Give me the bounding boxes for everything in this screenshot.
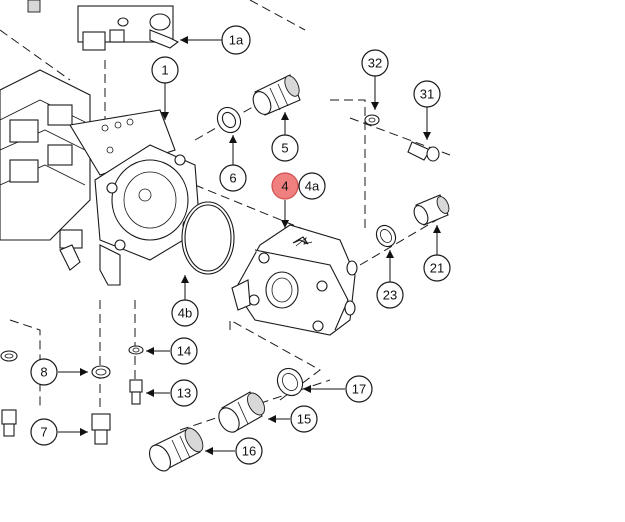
top-fitting-block	[27, 0, 180, 51]
washer-8	[91, 365, 111, 379]
fitting-5	[252, 74, 301, 116]
callout-5[interactable]: 5	[271, 134, 299, 162]
washer-left	[0, 350, 18, 362]
callout-label: 1	[161, 63, 168, 78]
washer-14	[128, 345, 144, 355]
callout-6[interactable]: 6	[219, 164, 247, 192]
callout-label: 4b	[178, 306, 192, 321]
callout-label: 8	[40, 365, 47, 380]
callout-label: 4	[281, 179, 288, 194]
fitting-16	[148, 427, 204, 472]
seal-17	[276, 367, 304, 397]
callout-label: 15	[297, 412, 311, 427]
callout-15[interactable]: 15	[290, 405, 318, 433]
callout-16[interactable]: 16	[235, 437, 263, 465]
callout-label: 6	[229, 171, 236, 186]
callout-label: 5	[281, 141, 288, 156]
callout-label: 31	[420, 87, 434, 102]
callout-label: 4a	[305, 179, 320, 194]
callout-label: 7	[40, 425, 47, 440]
callout-1a[interactable]: 1a	[221, 25, 251, 55]
washer-6	[216, 106, 242, 134]
callout-label: 17	[352, 382, 366, 397]
callout-23[interactable]: 23	[376, 281, 404, 309]
callout-17[interactable]: 17	[345, 375, 373, 403]
callout-4b[interactable]: 4b	[171, 299, 199, 327]
callout-32[interactable]: 32	[361, 49, 389, 77]
callout-1[interactable]: 1	[151, 56, 179, 84]
callout-31[interactable]: 31	[413, 80, 441, 108]
fitting-7	[91, 413, 111, 445]
o-ring-4b	[181, 201, 235, 275]
callout-13[interactable]: 13	[170, 379, 198, 407]
hydraulic-pump-body	[231, 224, 358, 336]
callout-4a[interactable]: 4a	[298, 172, 326, 200]
callout-label: 13	[177, 386, 191, 401]
callout-label: 14	[177, 344, 191, 359]
callout-label: 16	[242, 444, 256, 459]
callout-label: 1a	[229, 33, 244, 48]
seal-23	[375, 224, 397, 248]
callout-label: 23	[383, 288, 397, 303]
callout-4[interactable]: 4	[271, 172, 299, 200]
flow-arrow-icon	[295, 236, 313, 247]
washer-32	[364, 114, 380, 126]
mounting-flange	[59, 144, 201, 286]
callout-7[interactable]: 7	[30, 418, 58, 446]
fitting-15	[218, 391, 265, 433]
bolt-31	[407, 141, 440, 162]
fitting-13	[129, 379, 143, 405]
callout-label: 32	[368, 56, 382, 71]
callout-8[interactable]: 8	[30, 358, 58, 386]
callout-label: 21	[430, 261, 444, 276]
callout-14[interactable]: 14	[170, 337, 198, 365]
fitting-21	[413, 194, 450, 226]
fitting-left-bottom	[1, 409, 17, 437]
callout-21[interactable]: 21	[423, 254, 451, 282]
leader-lines	[58, 36, 441, 455]
